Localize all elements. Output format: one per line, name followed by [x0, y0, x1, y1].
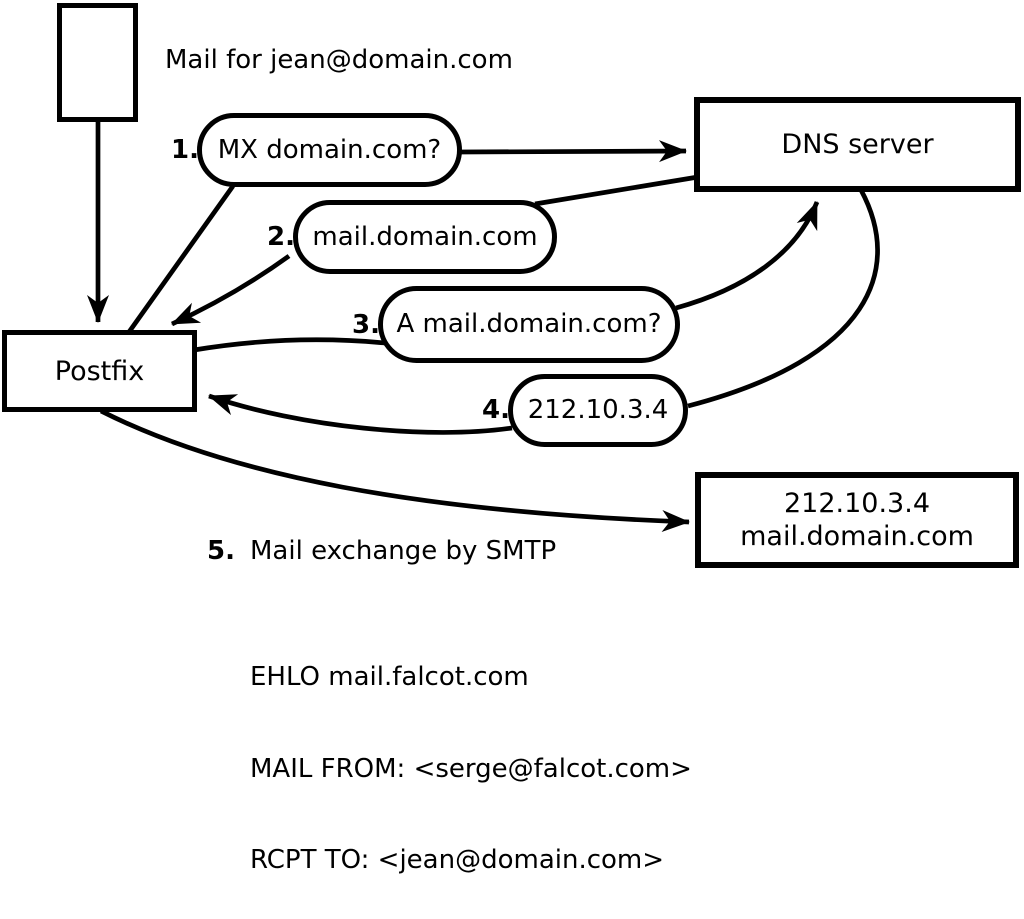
answer4-bubble: 212.10.3.4	[508, 374, 688, 447]
mail-server-node: 212.10.3.4 mail.domain.com	[695, 472, 1019, 568]
query1-bubble-label: MX domain.com?	[217, 134, 442, 165]
smtp-line-ehlo: EHLO mail.falcot.com	[250, 662, 529, 692]
dns-server-node-label: DNS server	[781, 129, 934, 160]
answer4-bubble-label: 212.10.3.4	[527, 395, 669, 425]
step1-number: 1.	[171, 135, 199, 165]
mail-server-hostname: mail.domain.com	[740, 521, 974, 552]
smtp-line-mail-from: MAIL FROM: <serge@falcot.com>	[250, 753, 692, 784]
mail-server-ip: 212.10.3.4	[784, 488, 930, 519]
line-postfix-to-query3	[193, 337, 386, 353]
query3-bubble-label: A mail.domain.com?	[396, 309, 662, 339]
arrow-answer4-to-postfix	[208, 393, 513, 435]
arrow-postfix-to-mailserver	[99, 408, 690, 532]
line-postfix-to-query1	[127, 184, 235, 334]
step5-number: 5.	[207, 536, 235, 566]
query3-bubble: A mail.domain.com?	[378, 286, 680, 363]
answer2-bubble-label: mail.domain.com	[312, 221, 538, 252]
message-envelope-shape	[57, 3, 138, 122]
smtp-session-transcript: EHLO mail.falcot.com MAIL FROM: <serge@f…	[250, 602, 692, 919]
step5-label: Mail exchange by SMTP	[250, 536, 557, 566]
step2-number: 2.	[267, 222, 295, 252]
step3-number: 3.	[352, 310, 380, 340]
answer2-bubble: mail.domain.com	[293, 200, 557, 274]
arrow-query1-to-dns	[459, 140, 687, 163]
mail-server-node-label: 212.10.3.4 mail.domain.com	[740, 487, 974, 553]
query1-bubble: MX domain.com?	[197, 113, 462, 187]
postfix-node: Postfix	[2, 330, 197, 412]
dns-server-node: DNS server	[694, 97, 1021, 192]
mail-for-label: Mail for jean@domain.com	[165, 45, 513, 75]
step4-number: 4.	[482, 395, 510, 425]
arrow-query3-to-dns	[675, 201, 820, 311]
postfix-node-label: Postfix	[54, 355, 145, 387]
line-dns-to-answer4	[687, 188, 880, 409]
line-dns-to-answer2	[534, 174, 699, 207]
smtp-line-rcpt-to: RCPT TO: <jean@domain.com>	[250, 845, 665, 875]
arrow-answer2-to-postfix	[171, 254, 291, 327]
